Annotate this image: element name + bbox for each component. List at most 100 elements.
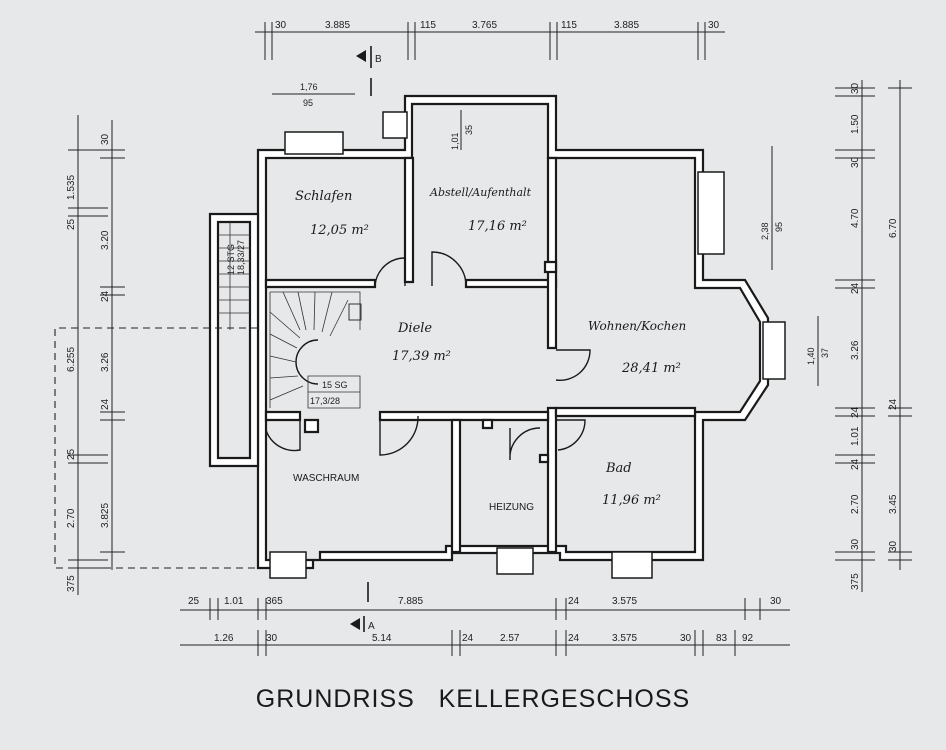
- dim-top-6: 30: [708, 20, 720, 31]
- room-diele: Diele 17,39 m²: [392, 321, 451, 364]
- right-outer-dimension-chain: 6.70 24 3.45 30: [888, 80, 912, 570]
- room-wohnen: Wohnen/Kochen 28,41 m²: [588, 319, 686, 376]
- dim-right-inner-4: 24: [850, 282, 861, 294]
- dim-right-inner-10: 30: [850, 538, 861, 550]
- room-area-wohnen: 28,41 m²: [621, 361, 681, 376]
- dim-right-inner-3: 4.70: [850, 208, 861, 228]
- window-height-label: 95: [303, 98, 313, 108]
- section-label-b: B: [375, 54, 382, 65]
- room-heizung: HEIZUNG: [489, 502, 534, 513]
- room-name-schlafen: Schlafen: [295, 189, 352, 204]
- dim-bottom1-4: 24: [568, 596, 580, 607]
- dim-bottom2-2: 5.14: [372, 633, 392, 644]
- interior-walls: [264, 156, 697, 554]
- dim-left-inner-0: 30: [100, 133, 111, 145]
- dim-bottom1-5: 3.575: [612, 596, 637, 607]
- dim-bottom2-3: 24: [462, 633, 474, 644]
- dim-left-outer-0: 1.535: [66, 175, 77, 200]
- exterior-walls: [256, 94, 770, 570]
- window-bay-height: 37: [820, 348, 830, 358]
- dim-bottom1-2: 365: [266, 596, 283, 607]
- dim-right-inner-11: 375: [850, 573, 861, 590]
- dim-left-outer-4: 2.70: [66, 508, 77, 528]
- room-name-abstell: Abstell/Aufenthalt: [429, 186, 532, 199]
- dim-top-0: 30: [275, 20, 287, 31]
- dim-bottom1-6: 30: [770, 596, 782, 607]
- dim-bottom2-1: 30: [266, 633, 278, 644]
- dim-right-inner-5: 3.26: [850, 340, 861, 360]
- dim-right-inner-7: 1.01: [850, 426, 861, 446]
- window-abstell-height: 35: [464, 125, 474, 135]
- dim-bottom2-9: 92: [742, 633, 754, 644]
- window-wohnen-height: 95: [774, 222, 784, 232]
- top-dimension-chain: 30 3.885 115 3.765 115 3.885 30: [255, 20, 725, 60]
- room-area-abstell: 17,16 m²: [468, 219, 527, 234]
- room-area-schlafen: 12,05 m²: [310, 223, 369, 238]
- left-outer-dimension-chain: 1.535 25 6.255 25 2.70 375: [66, 115, 108, 595]
- door-swings: [265, 251, 591, 461]
- dim-right-inner-0: 30: [850, 82, 861, 94]
- dim-top-1: 3.885: [325, 20, 350, 31]
- dim-right-outer-2: 3.45: [888, 494, 899, 514]
- dim-left-outer-2: 6.255: [66, 347, 77, 372]
- exterior-stair: 12 STG 18,33/27: [208, 212, 260, 468]
- dim-bottom1-0: 25: [188, 596, 200, 607]
- window-bay-width: 1,40: [806, 347, 816, 365]
- dim-right-inner-8: 24: [850, 458, 861, 470]
- exterior-windows: [269, 111, 786, 579]
- dim-left-inner-1: 3.20: [100, 230, 111, 250]
- stair-upper-label: 12 STG: [226, 244, 236, 275]
- left-inner-dimension-chain: 30 3.20 24 3.26 24 3.825: [100, 120, 125, 570]
- dim-left-outer-3: 25: [66, 448, 77, 460]
- stair-upper-ratio: 18,33/27: [236, 240, 246, 275]
- dim-right-inner-2: 30: [850, 156, 861, 168]
- section-mark-b: B: [356, 46, 382, 96]
- dim-left-inner-3: 3.26: [100, 352, 111, 372]
- dim-top-3: 3.765: [472, 20, 497, 31]
- dim-bottom2-0: 1.26: [214, 633, 234, 644]
- room-area-bad: 11,96 m²: [602, 493, 661, 508]
- dim-bottom1-3: 7.885: [398, 596, 423, 607]
- dim-left-inner-5: 3.825: [100, 503, 111, 528]
- dim-left-outer-1: 25: [66, 218, 77, 230]
- stair-lower-label: 15 SG: [322, 380, 348, 390]
- room-name-wohnen: Wohnen/Kochen: [588, 319, 686, 333]
- plan-title: GRUNDRISS KELLERGESCHOSS: [256, 685, 690, 713]
- dim-right-outer-1: 24: [888, 398, 899, 410]
- stair-lower-ratio: 17,3/28: [310, 396, 340, 406]
- room-area-diele: 17,39 m²: [392, 349, 451, 364]
- room-bad: Bad 11,96 m²: [602, 461, 661, 508]
- room-name-heizung: HEIZUNG: [489, 502, 534, 513]
- dim-top-4: 115: [561, 20, 577, 31]
- dim-right-inner-9: 2.70: [850, 494, 861, 514]
- interior-stair: 15 SG 17,3/28: [269, 291, 362, 409]
- dim-right-outer-3: 30: [888, 540, 899, 552]
- dim-bottom2-5: 24: [568, 633, 580, 644]
- right-inner-dimension-chain: 30 1.50 30 4.70 24 3.26 24 1.01 24 2.70 …: [835, 80, 875, 592]
- section-mark-a: A: [350, 582, 375, 632]
- bottom-dimension-chain-1: 25 1.01 365 7.885 24 3.575 30: [180, 596, 790, 620]
- dim-bottom2-4: 2.57: [500, 633, 520, 644]
- terrace-outline: [54, 327, 258, 569]
- room-name-bad: Bad: [605, 461, 632, 476]
- dim-right-inner-1: 1.50: [850, 114, 861, 134]
- dim-right-outer-0: 6.70: [888, 218, 899, 238]
- dim-bottom2-6: 3.575: [612, 633, 637, 644]
- room-name-waschraum: WASCHRAUM: [293, 473, 359, 484]
- room-schlafen: Schlafen 12,05 m²: [295, 189, 369, 238]
- dim-bottom2-8: 83: [716, 633, 728, 644]
- bottom-dimension-chain-2: 1.26 30 5.14 24 2.57 24 3.575 30 83 92: [180, 630, 790, 656]
- dim-left-inner-4: 24: [100, 398, 111, 410]
- window-width-label: 1,76: [300, 82, 318, 92]
- window-wohnen-width: 2,38: [760, 222, 770, 240]
- dim-left-outer-5: 375: [66, 575, 77, 592]
- window-annotations: 1,01 35 2,38 95 1,40 37: [450, 110, 830, 386]
- dim-left-inner-2: 24: [100, 290, 111, 302]
- room-abstell: Abstell/Aufenthalt 17,16 m²: [429, 186, 532, 234]
- section-label-a: A: [368, 621, 375, 632]
- window-abstell-width: 1,01: [450, 132, 460, 150]
- dim-top-5: 3.885: [614, 20, 639, 31]
- dim-bottom2-7: 30: [680, 633, 692, 644]
